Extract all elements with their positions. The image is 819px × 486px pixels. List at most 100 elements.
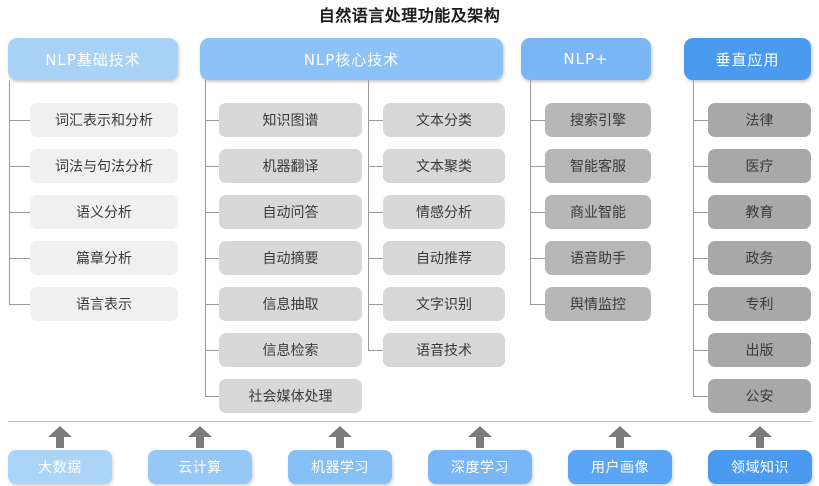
item-label: 情感分析 [416, 205, 472, 221]
foundation-label: 云计算 [178, 460, 222, 476]
arrow-up-icon [468, 426, 492, 448]
foundation-pill[interactable]: 深度学习 [428, 450, 532, 484]
item-box[interactable]: 医疗 [708, 149, 811, 183]
item-box[interactable]: 文字识别 [383, 287, 505, 321]
item-box[interactable]: 自动问答 [219, 195, 362, 229]
item-label: 词法与句法分析 [55, 159, 153, 175]
item-box[interactable]: 信息抽取 [219, 287, 362, 321]
stub-line [9, 304, 30, 305]
foundation-label: 大数据 [38, 460, 82, 476]
item-box[interactable]: 自动摘要 [219, 241, 362, 275]
item-label: 商业智能 [570, 205, 626, 221]
stub-line [205, 350, 219, 351]
item-box[interactable]: 社会媒体处理 [219, 379, 362, 413]
stub-line [205, 212, 219, 213]
trunk-line-nlp-core-right [368, 80, 369, 350]
item-box[interactable]: 搜索引擎 [545, 103, 651, 137]
foundation-pill[interactable]: 机器学习 [288, 450, 392, 484]
stub-line [530, 120, 545, 121]
stub-line [9, 120, 30, 121]
item-label: 医疗 [745, 159, 774, 175]
item-label: 语音助手 [570, 251, 626, 267]
item-box[interactable]: 语音助手 [545, 241, 651, 275]
stub-line [530, 166, 545, 167]
item-label: 机器翻译 [262, 159, 319, 175]
item-box[interactable]: 情感分析 [383, 195, 505, 229]
trunk-line-vertical-app [693, 80, 694, 396]
stub-line [693, 120, 708, 121]
arrow-up-icon [188, 426, 212, 448]
item-label: 自动推荐 [416, 251, 472, 267]
item-box[interactable]: 信息检索 [219, 333, 362, 367]
item-box[interactable]: 语音技术 [383, 333, 505, 367]
item-box[interactable]: 文本聚类 [383, 149, 505, 183]
item-label: 信息检索 [262, 343, 319, 359]
foundation-pill[interactable]: 用户画像 [568, 450, 672, 484]
item-label: 政务 [745, 251, 774, 267]
stub-line [205, 304, 219, 305]
foundation-label: 机器学习 [311, 460, 369, 476]
header-label: 垂直应用 [715, 50, 780, 69]
item-box[interactable]: 词汇表示和分析 [30, 103, 178, 137]
foundation-pill[interactable]: 大数据 [8, 450, 112, 484]
foundation-pill[interactable]: 领域知识 [708, 450, 812, 484]
item-box[interactable]: 语义分析 [30, 195, 178, 229]
item-box[interactable]: 教育 [708, 195, 811, 229]
stub-line [693, 304, 708, 305]
stub-line [368, 212, 383, 213]
stub-line [693, 212, 708, 213]
item-label: 文本分类 [416, 113, 472, 129]
item-box[interactable]: 语言表示 [30, 287, 178, 321]
arrow-up-icon [608, 426, 632, 448]
stub-line [205, 120, 219, 121]
item-label: 语义分析 [76, 205, 132, 221]
item-box[interactable]: 舆情监控 [545, 287, 651, 321]
stub-line [693, 258, 708, 259]
arrow-up-icon [48, 426, 72, 448]
header-label: NLP核心技术 [303, 50, 400, 69]
item-box[interactable]: 词法与句法分析 [30, 149, 178, 183]
item-box[interactable]: 政务 [708, 241, 811, 275]
header-vertical-app[interactable]: 垂直应用 [684, 38, 811, 80]
stub-line [205, 166, 219, 167]
item-label: 社会媒体处理 [248, 389, 333, 405]
item-label: 专利 [745, 297, 774, 313]
item-label: 语音技术 [416, 343, 472, 359]
item-label: 自动摘要 [262, 251, 319, 267]
item-box[interactable]: 专利 [708, 287, 811, 321]
item-box[interactable]: 智能客服 [545, 149, 651, 183]
item-label: 词汇表示和分析 [55, 113, 153, 129]
foundation-pill[interactable]: 云计算 [148, 450, 252, 484]
item-box[interactable]: 法律 [708, 103, 811, 137]
stub-line [530, 212, 545, 213]
foundation-separator [8, 421, 811, 422]
trunk-line-nlp-plus [530, 80, 531, 304]
stub-line [368, 304, 383, 305]
foundation-label: 用户画像 [591, 460, 649, 476]
foundation-label: 深度学习 [451, 460, 509, 476]
header-nlp-basic[interactable]: NLP基础技术 [8, 38, 178, 80]
item-label: 语言表示 [76, 297, 132, 313]
item-label: 知识图谱 [262, 113, 319, 129]
item-box[interactable]: 篇章分析 [30, 241, 178, 275]
stub-line [9, 258, 30, 259]
item-box[interactable]: 文本分类 [383, 103, 505, 137]
stub-line [530, 258, 545, 259]
item-box[interactable]: 公安 [708, 379, 811, 413]
header-label: NLP基础技术 [45, 50, 141, 69]
item-label: 自动问答 [262, 205, 319, 221]
header-nlp-plus[interactable]: NLP+ [521, 38, 651, 80]
item-label: 教育 [745, 205, 774, 221]
item-box[interactable]: 知识图谱 [219, 103, 362, 137]
item-label: 信息抽取 [262, 297, 319, 313]
arrow-up-icon [748, 426, 772, 448]
stub-line [693, 350, 708, 351]
item-box[interactable]: 出版 [708, 333, 811, 367]
item-box[interactable]: 机器翻译 [219, 149, 362, 183]
item-label: 公安 [745, 389, 774, 405]
header-nlp-core[interactable]: NLP核心技术 [200, 38, 503, 80]
foundation-label: 领域知识 [731, 460, 789, 476]
item-box[interactable]: 商业智能 [545, 195, 651, 229]
item-label: 文本聚类 [416, 159, 472, 175]
item-box[interactable]: 自动推荐 [383, 241, 505, 275]
